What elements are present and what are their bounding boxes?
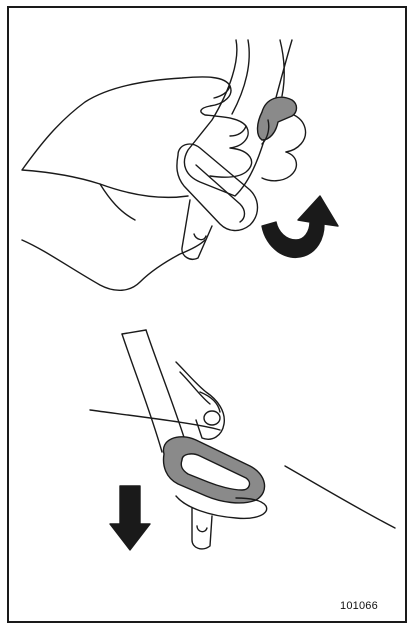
figure-id-label: 101066 <box>340 600 378 612</box>
belt-strap-bottom <box>122 330 188 452</box>
tongue-tip-top <box>182 200 212 259</box>
tongue-plate-top <box>177 144 258 230</box>
top-panel-hand-and-buckle <box>22 40 338 290</box>
belt-retainer-loop-highlight <box>163 437 264 503</box>
curved-arrow-icon <box>262 196 338 257</box>
belt-retainer-highlight <box>258 97 297 140</box>
down-arrow-icon <box>110 486 150 550</box>
bottom-panel-stowed-buckle <box>90 330 395 550</box>
anchor-plate <box>176 362 224 439</box>
